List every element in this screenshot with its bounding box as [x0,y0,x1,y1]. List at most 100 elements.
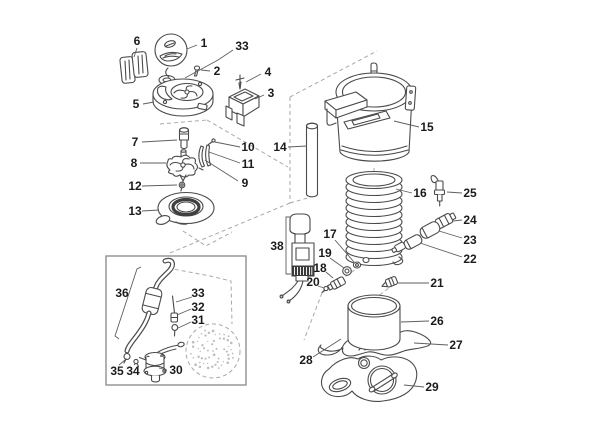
part-3-connector-block [225,88,260,127]
leader-24 [452,219,463,222]
part-label-38: 38 [270,239,284,253]
part-6-retainer-clip [119,51,149,84]
leader-33-box [175,296,193,303]
part-label-5: 5 [133,97,140,111]
part-25-fuel-sensor [430,175,446,207]
part-label-15: 15 [420,120,434,134]
leader-14 [287,145,308,148]
part-label-13: 13 [128,204,142,218]
leader-13 [141,209,160,212]
part-38-fuel-pump [279,213,315,304]
dashed-guide-5 [206,119,289,168]
dashed-guide-3 [289,196,312,204]
dashed-guide-4 [159,119,208,125]
part-21-nozzle [381,276,399,288]
dashed-guide-6 [182,230,233,247]
leader-19 [329,257,345,269]
leader-38 [285,216,291,275]
part-label-35: 35 [110,364,124,378]
part-label-9: 9 [242,176,249,190]
leader-2 [200,69,211,72]
part-13-seal-plate [155,191,215,225]
part-18-banjo-fitting [327,276,346,291]
part-19-washer [342,266,352,276]
part-label-14: 14 [273,140,287,154]
detail-circle-texture [190,329,234,370]
part-label-2: 2 [214,64,221,78]
leader-6 [133,47,138,58]
dashed-guide-12 [167,267,233,325]
part-12-nut [178,181,186,192]
part-7-shaft-pin [178,127,190,150]
leader-30 [158,367,168,371]
part-label-1: 1 [201,36,208,50]
leader-1 [186,44,198,50]
leader-lines [114,44,463,388]
part-label-23: 23 [463,233,477,247]
part-36-fuel-hose [124,257,175,354]
part-label-32: 32 [191,300,205,314]
part-label-17: 17 [323,227,337,241]
leader-11 [208,151,241,164]
part-1-detail-circle [154,33,188,67]
dashed-guide-10 [303,292,323,341]
part-16-fuel-coil [345,170,403,267]
part-label-36: 36 [115,286,129,300]
leader-10 [214,141,241,148]
part-label-16: 16 [413,186,427,200]
part-35-elbow-fitting [123,352,131,364]
leader-28 [312,338,342,358]
leader-12 [141,184,178,187]
part-label-10: 10 [241,140,255,154]
part-20-screw [321,285,329,294]
part-label-24: 24 [463,213,477,227]
part-label-31: 31 [191,313,205,327]
leader-16 [395,188,413,194]
inline-fuel-filter [141,286,163,316]
part-label-26: 26 [430,314,444,328]
part-label-6: 6 [134,34,141,48]
part-11-9-valve-blades [198,144,212,171]
part-8-impeller [166,149,199,185]
part-26-burner-cup [347,294,401,351]
part-label-20: 20 [306,275,320,289]
leader-22 [419,242,463,258]
leader-27 [413,342,449,346]
leader-15 [393,120,420,128]
leader-29 [403,384,425,388]
part-label-3: 3 [268,86,275,100]
part-22-fitting-small [391,241,406,253]
part-15-float-tank [324,62,417,162]
part-5-pump-head-cover [152,67,214,117]
part-label-25: 25 [463,186,477,200]
part-label-18: 18 [313,261,327,275]
leader-9 [204,159,239,182]
part-label-22: 22 [463,252,477,266]
leader-34 [133,362,137,366]
part-33-32-31-needle-jet [170,295,179,337]
leader-35 [118,359,126,366]
part-label-8: 8 [131,156,138,170]
part-29-base-plate [321,355,418,402]
part-label-28: 28 [299,353,313,367]
leader-5 [142,101,155,105]
part-label-27: 27 [449,338,463,352]
leader-32 [176,308,192,316]
part-4-screw [235,74,245,90]
leader-36 [114,266,142,340]
part-10-screw [207,138,216,146]
coil-end-loop [392,256,404,266]
leader-25 [446,191,463,194]
detail-zoom-circle [185,323,241,379]
leader-4 [245,73,262,83]
part-14-level-rod [305,122,319,198]
part-label-30: 30 [169,363,183,377]
part-label-29: 29 [425,380,439,394]
dashed-guide-0 [289,50,378,98]
part-17-seal-ring [352,256,370,269]
part-23-sleeve [419,221,441,239]
leader-31 [177,321,192,329]
